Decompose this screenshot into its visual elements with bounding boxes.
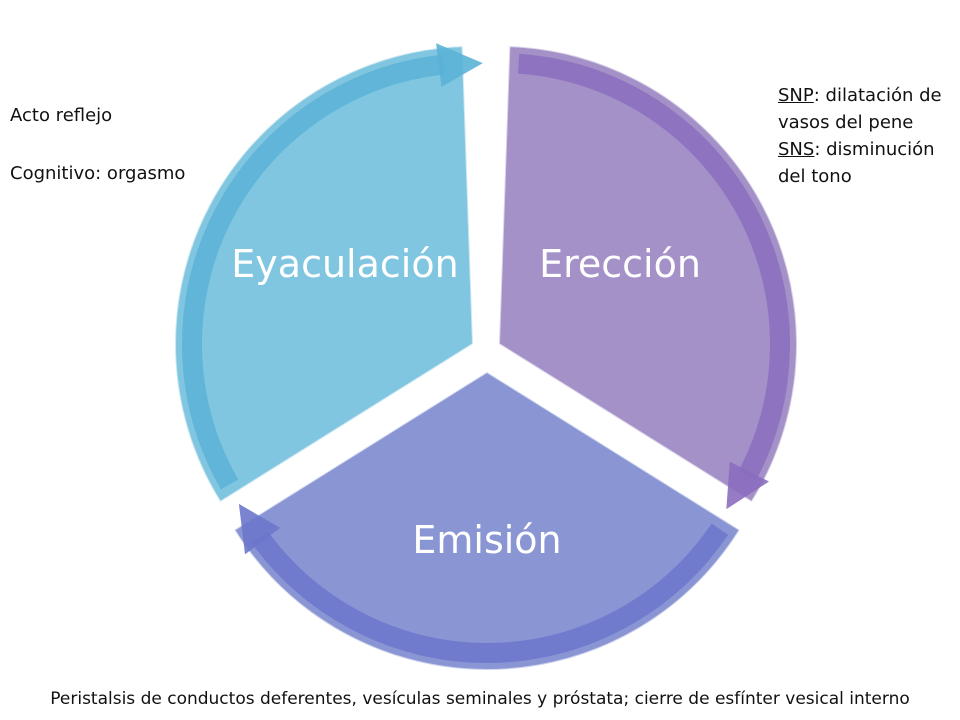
note-snp: SNP: dilatación de vasos del pene — [778, 82, 960, 136]
segment-emision — [232, 370, 742, 671]
note-sns: SNS: disminución del tono — [778, 136, 960, 190]
cycle-arrowhead-ereccion — [726, 461, 769, 510]
snp-text: : dilatación de vasos del pene — [778, 85, 942, 133]
snp-term: SNP — [778, 85, 814, 106]
note-ereccion: SNP: dilatación de vasos del pene SNS: d… — [778, 82, 960, 190]
note-cognitivo: Cognitivo: orgasmo — [10, 163, 186, 184]
note-eyaculacion: Acto reflejo Cognitivo: orgasmo — [10, 102, 185, 187]
cycle-arrow-emision — [251, 523, 729, 663]
sns-term: SNS — [778, 139, 815, 160]
note-emision: Peristalsis de conductos deferentes, ves… — [50, 689, 910, 709]
segment-label-eyaculacion: Eyaculación — [231, 242, 458, 286]
segment-label-ereccion: Erección — [539, 242, 701, 286]
cycle-arrow-eyaculacion — [182, 54, 445, 490]
cycle-arrowhead-emision — [238, 503, 281, 555]
segment-label-emision: Emisión — [412, 518, 561, 562]
cycle-arrowhead-eyaculacion — [436, 43, 483, 87]
note-acto-reflejo: Acto reflejo — [10, 105, 113, 126]
sns-text: : disminución del tono — [778, 139, 935, 187]
cycle-arrow-ereccion — [517, 53, 790, 481]
